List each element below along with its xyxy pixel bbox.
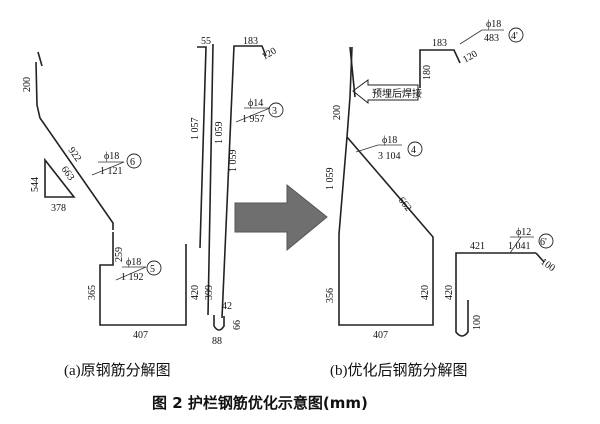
bar-4-top-tick: [349, 46, 356, 98]
arrow-right-icon: [234, 183, 328, 252]
bar-5-dim-short: 259: [114, 247, 125, 262]
right-subcaption: (b)优化后钢筋分解图: [330, 362, 468, 379]
bar-5-dim-right: 420: [190, 285, 201, 300]
triangle-dim-horizontal: 378: [51, 203, 66, 214]
bar-3-top-hook: [244, 45, 267, 57]
bar-5-leader: [115, 266, 147, 281]
bar-5-number: 5: [150, 264, 155, 275]
bar-3-dim-v2: 1 059: [214, 122, 225, 145]
bar-6-dim-slope: 922: [66, 145, 84, 164]
bar-6p-length: 1 041: [508, 241, 531, 252]
bar-3-diameter: ϕ14: [248, 98, 263, 109]
bar-3-dim-top2: 183: [243, 36, 258, 47]
bar-3-long-2: [207, 43, 214, 316]
bar-4p-dim-top: 183: [432, 38, 447, 49]
bar-3-bottom-hook: [213, 315, 225, 331]
bar-6-tick: [37, 51, 43, 67]
triangle-dim-vertical: 544: [30, 177, 41, 192]
bar-6-diameter: ϕ18: [104, 151, 119, 162]
bar-4-number: 4: [411, 145, 416, 156]
transform-arrow: [234, 183, 328, 252]
bar-6-circle: [126, 153, 142, 169]
left-panel: 200 922 544 663 378 ϕ18 1 121 6 365 259 …: [22, 36, 284, 379]
bar-5-dim-bottom: 407: [133, 330, 148, 341]
bar-5-length: 1 192: [121, 272, 144, 283]
bar-3-long-3: [221, 45, 244, 319]
bar-6p-dim-bot: 100: [472, 315, 483, 330]
bar-5-shape: [99, 232, 187, 326]
bar-3-dim-v1: 1 057: [190, 118, 201, 141]
bar-3-dim-bot2: 42: [222, 301, 232, 312]
bar-5-circle: [146, 260, 162, 276]
bar-4p-diameter: ϕ18: [486, 19, 501, 30]
bar-4p-length: 483: [484, 33, 499, 44]
bar-4p-circle: [508, 27, 524, 43]
bar-3-dim-top1: 55: [201, 36, 211, 47]
bar-5-diameter: ϕ18: [126, 257, 141, 268]
bar-6p-top-hook: [535, 252, 545, 263]
bar-6p-circle: [538, 233, 554, 249]
bar-5-dim-left: 365: [87, 285, 98, 300]
bar-6-number: 6: [130, 157, 135, 168]
bar-3-long-1: [197, 46, 207, 249]
bar-3-dim-bot3: 66: [232, 320, 243, 330]
weld-note: 预埋后焊接: [372, 87, 422, 100]
bar-4-circle: [407, 141, 423, 157]
bar-4p-dim-v: 180: [422, 65, 433, 80]
bar-3-dim-v3: 1 059: [228, 150, 239, 173]
bar-6-dim-top: 200: [22, 77, 33, 92]
bar-4p-shape: [419, 49, 461, 88]
bar-3-number: 3: [272, 106, 277, 117]
bar-3-length: 1 957: [242, 114, 265, 125]
figure-caption: 图 2 护栏钢筋优化示意图(mm): [152, 394, 368, 412]
bar-4-shape: [338, 46, 434, 326]
note-arrow-left-icon: [352, 79, 419, 105]
bar-4p-number: 4': [511, 31, 518, 42]
bar-3-circle: [268, 102, 284, 118]
bar-4-dim-420: 420: [420, 285, 431, 300]
right-panel: 183 180 120 ϕ18 483 4' 预埋后焊接 200 1 059 6…: [325, 19, 557, 379]
bar-3-dim-bot1: 399: [204, 285, 215, 300]
bar-6p-number: 6': [540, 237, 547, 248]
left-subcaption: (a)原钢筋分解图: [64, 362, 171, 379]
bar-3-dim-bot4: 88: [212, 336, 222, 347]
bar-6p-leader: [509, 236, 522, 254]
bar-4-dim-1059: 1 059: [325, 168, 336, 191]
bar-4-diameter: ϕ18: [382, 135, 397, 146]
bar-4-dim-200: 200: [332, 105, 343, 120]
bar-6p-dim-v: 420: [444, 285, 455, 300]
bar-4p-leader: [459, 29, 483, 45]
bar-6p-diameter: ϕ12: [516, 227, 531, 238]
bar-6p-bottom-hook: [455, 300, 469, 337]
bar-6-shape: [35, 61, 114, 230]
bar-4-dim-356: 356: [325, 288, 336, 303]
bar-6-length: 1 121: [100, 166, 123, 177]
bar-3-leader: [235, 107, 271, 123]
bar-4p-dim-hook: 120: [461, 49, 479, 66]
bar-6p-shape: [455, 252, 536, 318]
bar-4-dim-407: 407: [373, 330, 388, 341]
bar-6-leader: [91, 161, 125, 176]
bar-6-triangle: [44, 157, 76, 198]
bar-4-leader: [355, 144, 379, 153]
bar-4-length: 3 104: [378, 151, 401, 162]
bar-6p-dim-top: 421: [470, 241, 485, 252]
